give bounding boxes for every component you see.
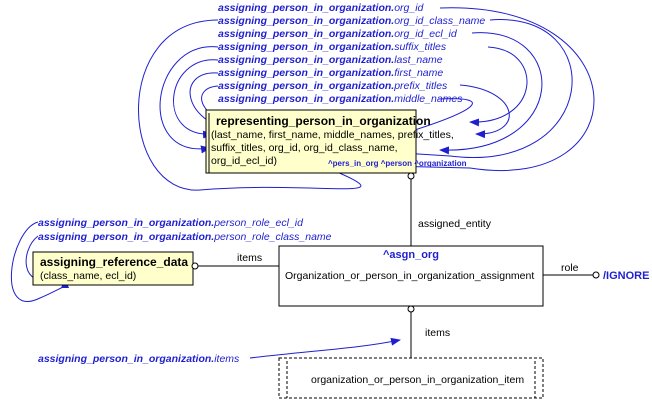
- assignment-tag: ^asgn_org: [383, 249, 439, 261]
- annotation-middle-names: assigning_person_in_organization.middle_…: [218, 93, 463, 105]
- annotation-suffix-titles: assigning_person_in_organization.suffix_…: [218, 41, 447, 53]
- arrow-org-id-class-name: [401, 19, 573, 159]
- annotation-prefix-titles: assigning_person_in_organization.prefix_…: [218, 80, 448, 92]
- assignment-box[interactable]: ^asgn_org Organization_or_person_in_orga…: [278, 245, 544, 307]
- items-bottom-circle: [407, 305, 415, 313]
- ref-box-line: (class_name, ecl_id): [40, 270, 136, 282]
- items-left-circle: [191, 262, 199, 270]
- annotation-items: assigning_person_in_organization.items: [38, 353, 240, 365]
- arrow-last-name: [173, 59, 219, 139]
- ref-box-title: assigning_reference_data: [40, 255, 188, 269]
- rep-box-line-2: suffix_titles, org_id, org_id_class_name…: [211, 142, 398, 154]
- role-label: role: [561, 262, 579, 274]
- assignment-name: Organization_or_person_in_organization_a…: [285, 270, 534, 282]
- annotation-org-id-ecl-id: assigning_person_in_organization.org_id_…: [218, 28, 458, 40]
- arrow-prefix-titles: [469, 46, 528, 127]
- arrow-org-id-ecl-id: [439, 32, 543, 155]
- assigned-entity-label: assigned_entity: [418, 218, 492, 230]
- top-annotations: assigning_person_in_organization.org_id …: [218, 2, 485, 105]
- arrow-suffix-titles-right: [459, 84, 510, 139]
- annotation-org-id-class-name: assigning_person_in_organization.org_id_…: [218, 15, 485, 27]
- annotation-arrows: [138, 7, 595, 191]
- annotation-person-role-class-name: assigning_person_in_organization.person_…: [38, 231, 332, 243]
- rep-box-tag: ^pers_in_org ^person ^organization: [328, 159, 467, 168]
- arrow-org-id-ecl-id-left: [138, 19, 362, 191]
- arrow-org-id: [387, 7, 595, 171]
- annotation-first-name: assigning_person_in_organization.first_n…: [218, 67, 443, 79]
- rep-box-line-3: org_id_ecl_id): [211, 155, 277, 167]
- items-bottom-label: items: [425, 327, 450, 339]
- rep-box-title: representing_person_in_organization: [216, 114, 431, 128]
- arrow-middle-names: [401, 98, 473, 136]
- ignore-label: /IGNORE: [603, 270, 649, 282]
- arrow-suffix-titles: [159, 46, 219, 154]
- annotation-person-role-ecl-id: assigning_person_in_organization.person_…: [38, 217, 304, 229]
- select-item-box[interactable]: organization_or_person_in_organization_i…: [278, 357, 544, 399]
- arrow-items: [249, 337, 401, 359]
- reference-data-box[interactable]: assigning_reference_data (class_name, ec…: [32, 251, 194, 286]
- rep-box-line-1: (last_name, first_name, middle_names, pr…: [211, 129, 454, 141]
- annotation-last-name: assigning_person_in_organization.last_na…: [218, 54, 443, 66]
- assigned-entity-circle: [407, 172, 415, 180]
- rep-person-box[interactable]: representing_person_in_organization (las…: [205, 109, 467, 174]
- role-circle: [592, 271, 600, 279]
- select-item-name: organization_or_person_in_organization_i…: [311, 374, 524, 386]
- items-left-label: items: [237, 252, 262, 264]
- annotation-org-id: assigning_person_in_organization.org_id: [218, 2, 425, 14]
